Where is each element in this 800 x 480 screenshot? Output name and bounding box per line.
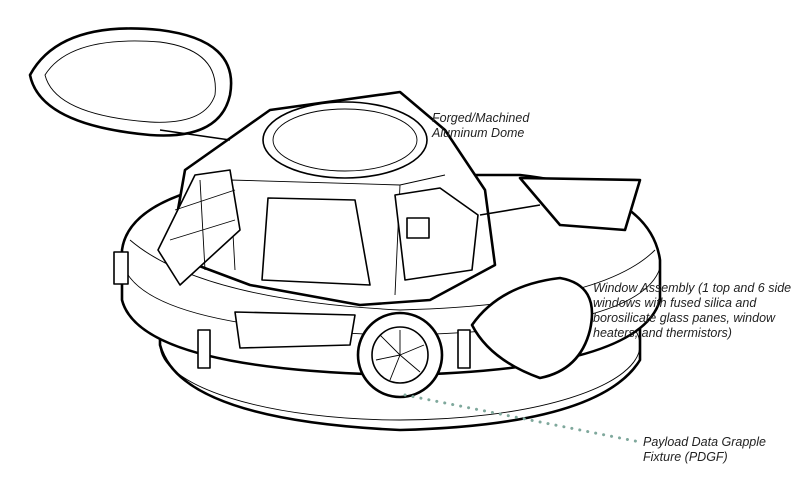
side-port [113, 251, 129, 285]
label-pdgf: Payload Data Grapple Fixture (PDGF) [643, 435, 766, 464]
window-shutter [28, 27, 233, 137]
side-window [394, 187, 479, 281]
pdgf-leader-line [403, 393, 642, 444]
ring-hatch [234, 311, 356, 349]
window-shutter [470, 276, 594, 380]
top-window [262, 101, 428, 179]
label-window-assembly: Window Assembly (1 top and 6 side window… [593, 281, 792, 340]
side-window [157, 169, 241, 286]
label-dome: Forged/Machined Aluminum Dome [432, 111, 530, 140]
window-shutter [518, 176, 642, 232]
side-window [261, 197, 371, 286]
